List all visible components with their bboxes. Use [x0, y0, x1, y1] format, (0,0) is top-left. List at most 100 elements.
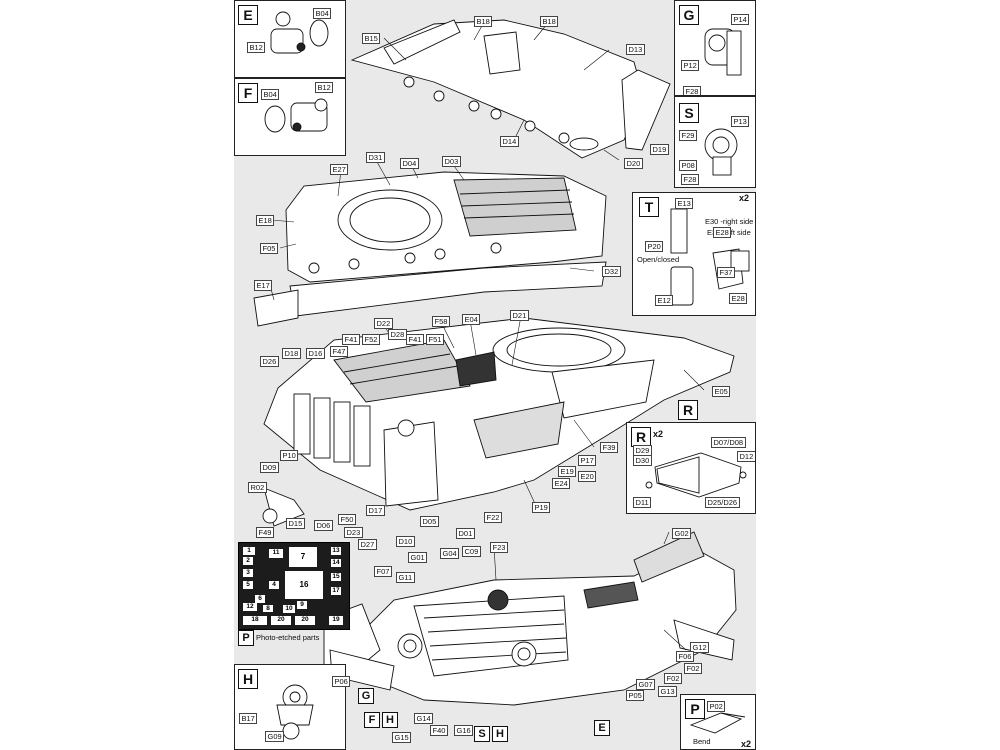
callout-lower: F40: [430, 725, 448, 736]
callout-middle: F05: [260, 243, 278, 254]
pe-part-20a: 20: [271, 616, 291, 625]
pe-part-12: 12: [243, 603, 257, 611]
callout-r-d07d08: D07/D08: [711, 437, 746, 448]
callout-h-g09: G09: [265, 731, 285, 742]
callout-lower: G04: [440, 548, 460, 559]
part-p-drawing: [689, 712, 746, 734]
callout-t-e28-bottom: E28: [729, 293, 748, 304]
callout-e-b12: B12: [247, 42, 266, 53]
callout-main: E05: [712, 386, 731, 397]
pe-part-2: 2: [243, 557, 253, 565]
callout-middle: E18: [256, 215, 275, 226]
callout-lower: G13: [658, 686, 678, 697]
section-tag-photo-etched: P: [238, 630, 254, 646]
callout-main: F39: [600, 442, 618, 453]
section-marker-h2: H: [492, 726, 508, 742]
callout-g-p12: P12: [681, 60, 700, 71]
callout-lower: C09: [462, 546, 481, 557]
section-marker-g: G: [358, 688, 374, 704]
callout-main: F51: [426, 334, 444, 345]
callout-main: E19: [558, 466, 577, 477]
callout-s-f29: F29: [679, 130, 697, 141]
callout-lower: F07: [374, 566, 392, 577]
pe-part-11: 11: [269, 549, 283, 558]
photo-etched-fret: 1 11 7 2 3 4 5 6 16 9 12 8 10 13 14 15 1…: [238, 542, 350, 630]
callout-lower: F02: [684, 663, 702, 674]
callout-top: D13: [626, 44, 645, 55]
main-hull-drawing: [262, 317, 735, 527]
callout-main: D23: [344, 527, 363, 538]
panel-f: F B12 B04: [234, 78, 346, 156]
callout-lower: P05: [626, 690, 645, 701]
callout-main: D17: [366, 505, 385, 516]
section-tag-s: S: [679, 103, 699, 123]
pe-part-4: 4: [269, 581, 279, 589]
section-marker-r: R: [678, 400, 698, 420]
panel-s: S P13 F29 P08 F28: [674, 96, 756, 188]
pe-part-9: 9: [297, 601, 307, 609]
photo-etched-caption: Photo-etched parts: [256, 633, 320, 642]
note-p-bend: Bend: [693, 737, 711, 746]
callout-main: F22: [484, 512, 502, 523]
callout-main: D22: [374, 318, 393, 329]
callout-main: E24: [552, 478, 571, 489]
callout-middle: D31: [366, 152, 385, 163]
callout-main: D21: [510, 310, 529, 321]
multiplier-p: x2: [741, 739, 752, 749]
callout-middle: E17: [254, 280, 273, 291]
callout-main: F50: [338, 514, 356, 525]
pe-part-13: 13: [331, 547, 341, 555]
pe-part-8: 8: [263, 605, 273, 612]
section-tag-t: T: [639, 197, 659, 217]
pe-part-20b: 20: [295, 616, 315, 625]
callout-main: D01: [456, 528, 475, 539]
callout-middle: D32: [602, 266, 621, 277]
hull-line-art: [253, 19, 737, 706]
section-tag-p: P: [685, 699, 705, 719]
callout-t-f37: F37: [717, 267, 735, 278]
callout-r-d25d26: D25/D26: [705, 497, 740, 508]
callout-g-f28: F28: [683, 86, 701, 95]
callout-lower: G01: [408, 552, 428, 563]
callout-main: P10: [280, 450, 299, 461]
pe-part-14: 14: [331, 559, 341, 567]
callout-lower: F02: [664, 673, 682, 684]
callout-lower: P06: [332, 676, 351, 687]
callout-main: R02: [248, 482, 267, 493]
callout-main: F52: [362, 334, 380, 345]
callout-t-e12: E12: [655, 295, 674, 306]
callout-r-d12: D12: [737, 451, 755, 462]
panel-h: H B17 G09: [234, 664, 346, 750]
callout-r-d30: D30: [633, 455, 652, 466]
pe-part-16: 16: [285, 571, 323, 599]
pe-part-18: 18: [243, 616, 267, 625]
section-marker-e: E: [594, 720, 610, 736]
callout-top: B18: [540, 16, 559, 27]
callout-e-b04: B04: [313, 8, 332, 19]
pe-part-19: 19: [329, 616, 343, 625]
callout-p-p02: P02: [707, 701, 726, 712]
part-g-drawing: [704, 28, 742, 76]
callout-main: D28: [388, 329, 407, 340]
callout-r-d11: D11: [633, 497, 652, 508]
callout-lower: G14: [414, 713, 434, 724]
part-e-drawing: [270, 11, 329, 54]
callout-top: D19: [650, 144, 669, 155]
pe-part-17: 17: [331, 587, 341, 595]
multiplier-r: x2: [653, 429, 664, 439]
callout-main: D09: [260, 462, 279, 473]
panel-t: T x2 E13 E30 -right side E31 -left side …: [632, 192, 756, 316]
section-marker-f: F: [364, 712, 380, 728]
callout-t-e28-top: E28: [713, 227, 732, 238]
pe-part-6: 6: [255, 595, 265, 603]
callout-main: D16: [306, 348, 325, 359]
callout-lower: F23: [490, 542, 508, 553]
callout-lower: G11: [396, 572, 415, 583]
callout-middle: D04: [400, 158, 419, 169]
callout-top: D20: [624, 158, 643, 169]
section-tag-f: F: [238, 83, 258, 103]
pe-part-5: 5: [243, 581, 253, 589]
instruction-sheet: E B04 B12 F B12 B04 G P14 P12 F28 S: [234, 0, 756, 750]
callout-t-e13: E13: [675, 198, 694, 209]
callout-t-p20: P20: [645, 241, 664, 252]
